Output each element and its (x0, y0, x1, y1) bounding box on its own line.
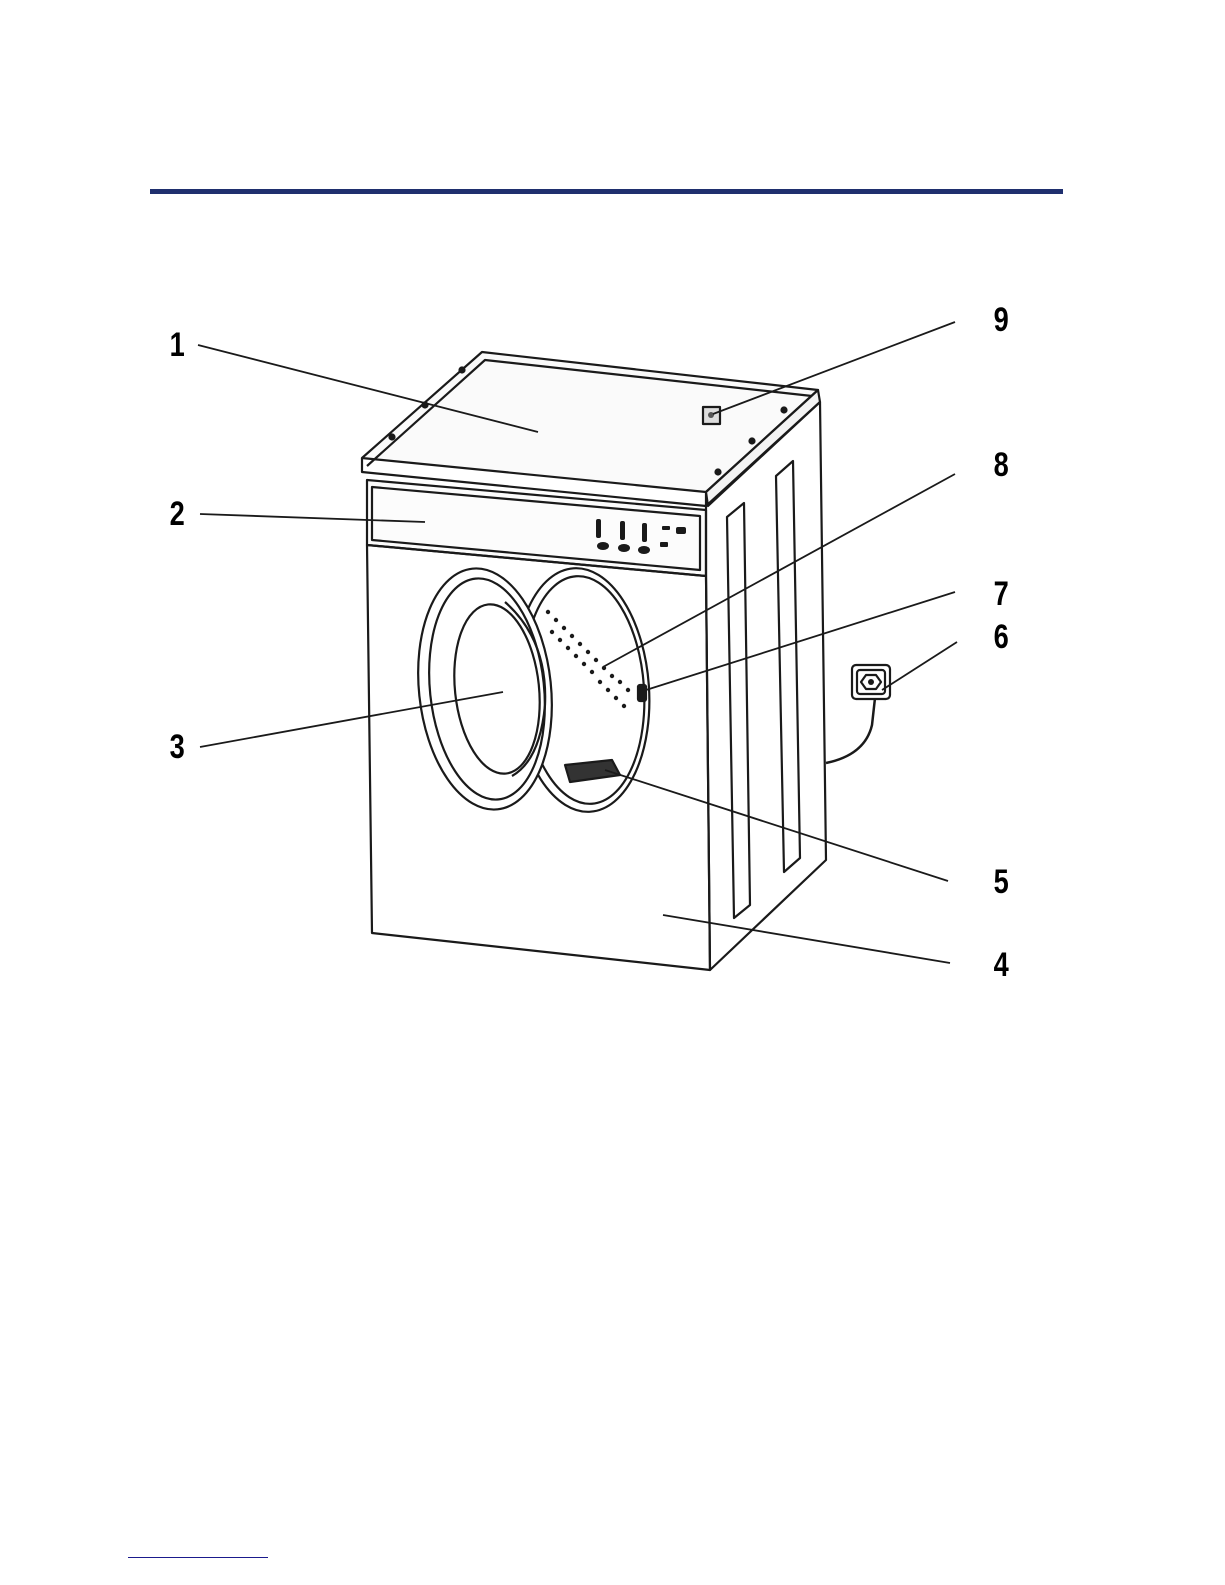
callout-7: 7 (994, 574, 1009, 613)
top-panel (362, 352, 818, 492)
leader-9 (713, 322, 955, 414)
callout-3: 3 (170, 727, 185, 766)
callout-4: 4 (994, 945, 1009, 984)
leader-5 (605, 770, 948, 881)
leader-7 (646, 592, 955, 690)
leader-6 (882, 642, 957, 690)
footer-link-rule (128, 1557, 268, 1558)
callout-9: 9 (994, 300, 1009, 339)
callout-1: 1 (170, 325, 185, 364)
callout-2: 2 (170, 494, 185, 533)
side-vent-right (776, 461, 800, 872)
door-catch (638, 685, 646, 701)
side-vent-left (727, 503, 750, 918)
machine-drawing (362, 352, 890, 970)
power-cable (826, 698, 875, 763)
callout-6: 6 (994, 617, 1009, 656)
leader-4 (663, 915, 950, 963)
lint-filter (565, 760, 620, 782)
callout-8: 8 (994, 445, 1009, 484)
callout-5: 5 (994, 862, 1009, 901)
